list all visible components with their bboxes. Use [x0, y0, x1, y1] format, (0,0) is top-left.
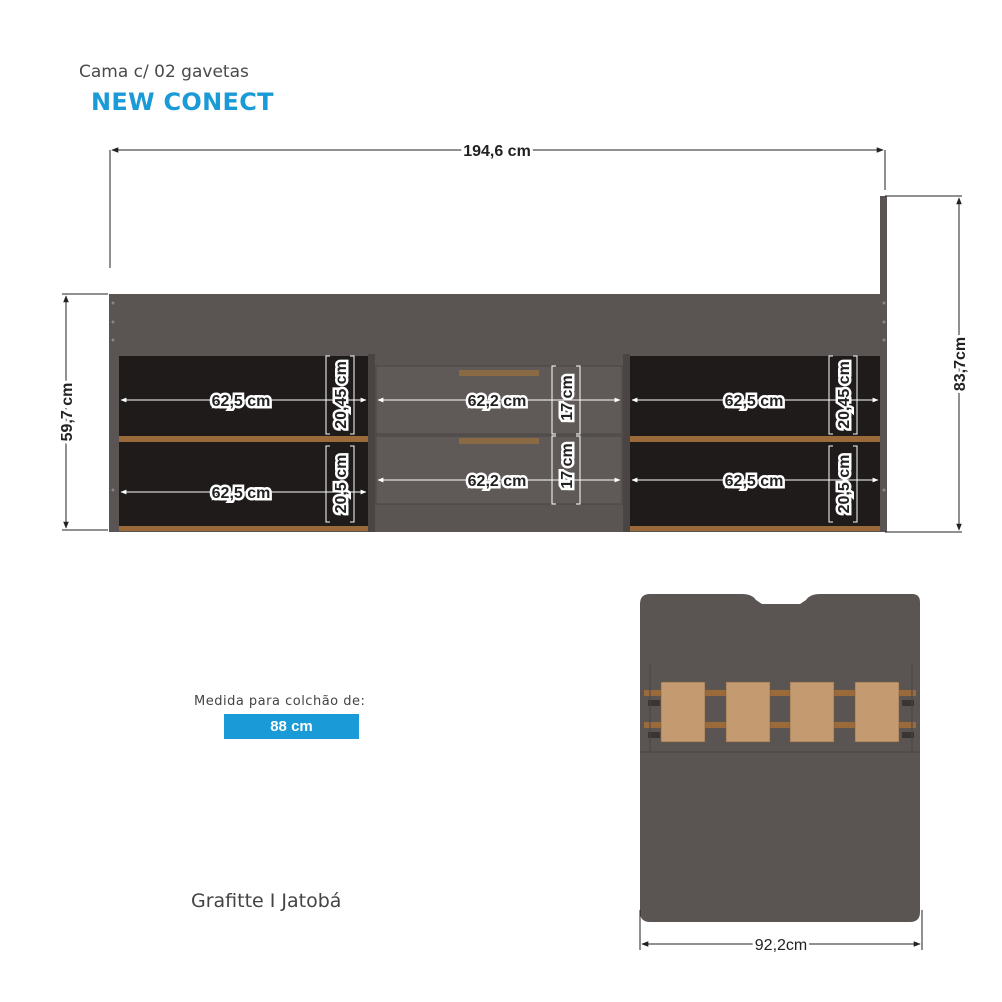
drawer-upper-height-label: 17 cm [559, 375, 576, 420]
left-lower-height-label: 20,5 cm [333, 455, 350, 514]
internal-dimension-lines [120, 355, 879, 523]
left-lower-shelf [119, 526, 368, 531]
overall-height-label: 83,7cm [952, 337, 969, 391]
drawer-lower-height-label: 17 cm [559, 443, 576, 488]
right-lower-width-label: 62,5 cm [725, 473, 784, 490]
lower-drawer [375, 435, 623, 505]
side-width-label: 92,2cm [755, 937, 807, 954]
right-lower-shelf [630, 526, 880, 531]
left-lower-compartment [119, 442, 368, 526]
bed-height-label: 59,7 cm [59, 383, 76, 442]
left-lower-width-label: 62,5 cm [212, 485, 271, 502]
slat-4 [854, 681, 900, 743]
right-lower-compartment [630, 442, 880, 526]
brand-name: NEW CONECT [91, 88, 274, 116]
mattress-caption: Medida para colchão de: [194, 694, 366, 709]
left-upper-width-label: 62,5 cm [212, 393, 271, 410]
left-upper-shelf [119, 436, 368, 442]
slat-1 [660, 681, 706, 743]
right-upper-compartment [630, 356, 880, 436]
footboard-post [109, 294, 120, 532]
drawer-upper-width-label: 62,2 cm [468, 393, 527, 410]
side-width-dimension [639, 910, 923, 950]
side-panel [640, 594, 920, 922]
product-line-title: Cama c/ 02 gavetas [79, 62, 249, 82]
slat-rail-top [644, 690, 916, 696]
right-upper-height-label: 20,45 cm [836, 361, 853, 429]
right-upper-width-label: 62,5 cm [725, 393, 784, 410]
upper-drawer-handle [459, 370, 539, 376]
headboard-post [880, 196, 887, 532]
left-upper-height-label: 20,45 cm [333, 361, 350, 429]
mattress-size-badge: 88 cm [224, 714, 359, 739]
right-lower-height-label: 20,5 cm [836, 455, 853, 514]
lower-drawer-handle [459, 438, 539, 444]
slat-3 [789, 681, 835, 743]
finish-label: Grafitte I Jatobá [191, 890, 342, 912]
slat-rail-bottom [644, 722, 916, 728]
top-rail [118, 294, 880, 356]
side-view [640, 594, 920, 922]
slat-2 [725, 681, 771, 743]
overall-width-label: 194,6 cm [463, 143, 531, 160]
dimension-lines [62, 147, 962, 533]
right-upper-shelf [630, 436, 880, 442]
drawer-lower-width-label: 62,2 cm [468, 473, 527, 490]
